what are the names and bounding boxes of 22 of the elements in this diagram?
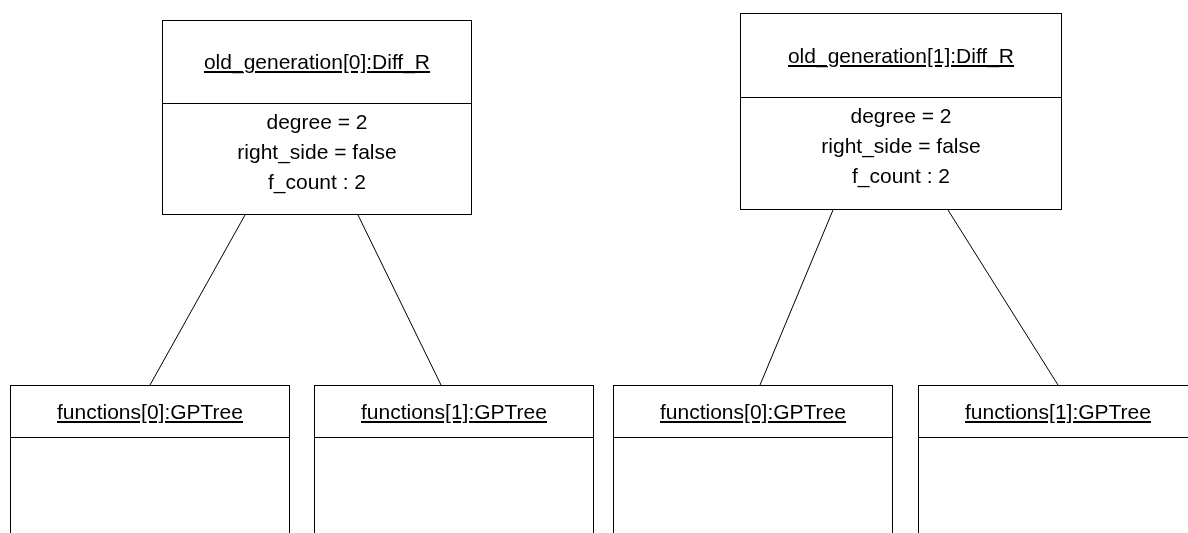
connector-line bbox=[149, 214, 246, 386]
attribute-text: f_count : 2 bbox=[851, 163, 951, 190]
attribute-text: degree = 2 bbox=[850, 103, 952, 129]
object-box bbox=[918, 385, 1188, 533]
connector-line bbox=[357, 214, 442, 386]
attribute-text: right_side = false bbox=[237, 139, 397, 166]
object-box bbox=[162, 20, 472, 215]
object-box bbox=[314, 385, 594, 533]
object-box bbox=[10, 385, 290, 533]
object-box bbox=[613, 385, 893, 533]
object-name: functions[1]:GPTree bbox=[361, 398, 547, 425]
connector-line bbox=[759, 209, 834, 386]
connector-line bbox=[947, 209, 1059, 386]
object-name: functions[1]:GPTree bbox=[965, 398, 1151, 425]
object-box bbox=[740, 13, 1062, 210]
object-name: functions[0]:GPTree bbox=[660, 398, 846, 425]
attribute-text: f_count : 2 bbox=[267, 169, 367, 196]
object-name: old_generation[0]:Diff_R bbox=[203, 49, 431, 76]
attribute-text: degree = 2 bbox=[266, 109, 368, 135]
attribute-text: right_side = false bbox=[821, 133, 981, 160]
object-name: old_generation[1]:Diff_R bbox=[787, 42, 1015, 70]
object-name: functions[0]:GPTree bbox=[57, 398, 243, 425]
